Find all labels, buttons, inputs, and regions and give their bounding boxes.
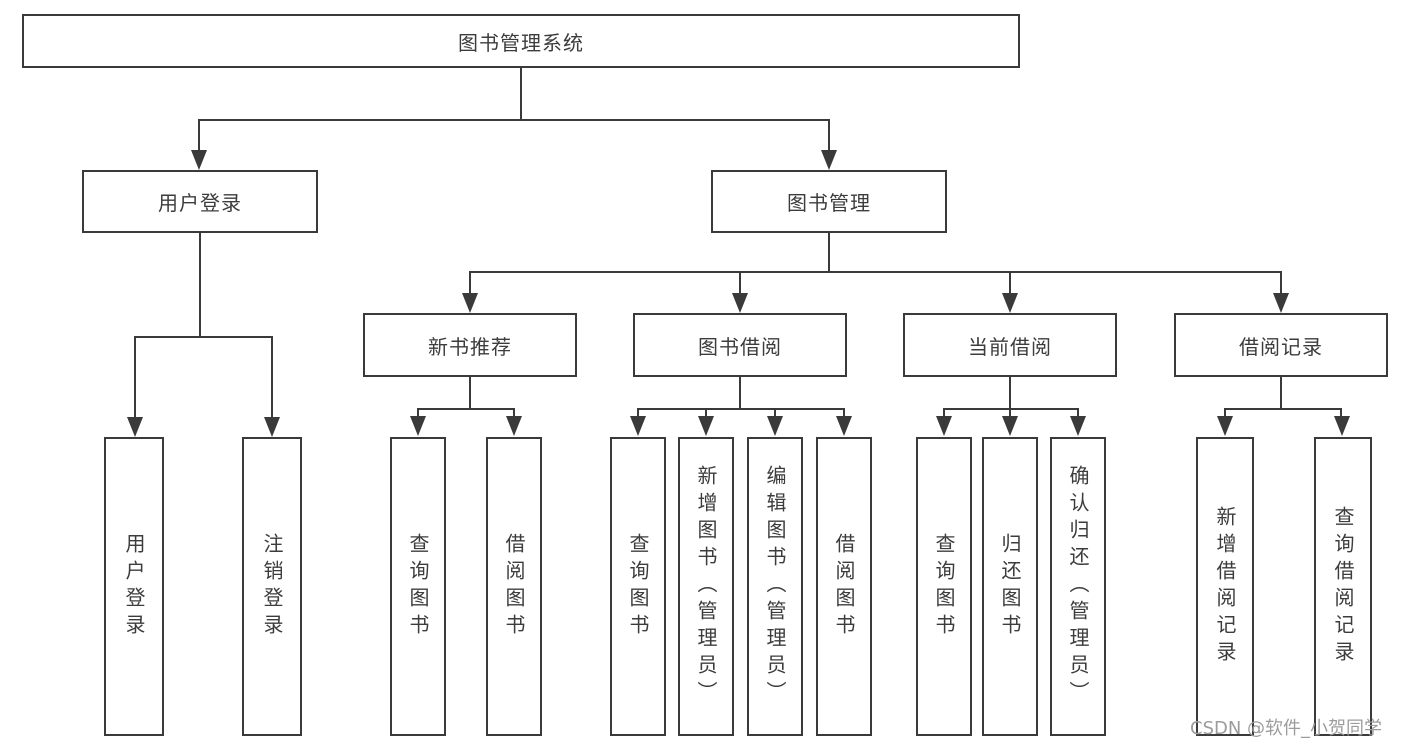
connector-borrow-drop-1 [637, 408, 639, 420]
leaf-logout-label: 注销登录 [260, 532, 284, 641]
connector-current-drop-3 [1077, 408, 1079, 420]
leaf-recommend-borrow-book: 借阅图书 [486, 437, 542, 736]
node-borrow-record: 借阅记录 [1174, 313, 1388, 377]
leaf-record-add-borrow-record: 新增借阅记录 [1196, 437, 1254, 736]
connector-current-stem [1009, 377, 1011, 408]
connector-user-login-rail [134, 336, 272, 338]
connector-root-drop-left [198, 119, 200, 155]
connector-borrow-stem [739, 377, 741, 408]
connector-borrow-drop-4 [843, 408, 845, 420]
node-new-book-recommend: 新书推荐 [363, 313, 577, 377]
connector-book-mgmt-drop-4 [1280, 271, 1282, 295]
node-root: 图书管理系统 [22, 14, 1020, 68]
leaf-current-query-book: 查询图书 [916, 437, 972, 736]
leaf-label: 归还图书 [998, 532, 1022, 641]
node-book-mgmt-label: 图书管理 [787, 191, 871, 215]
connector-book-mgmt-stem [828, 233, 830, 271]
arrow-down-icon [630, 416, 646, 436]
connector-user-login-drop-2 [271, 336, 273, 419]
connector-root-stem [520, 68, 522, 119]
node-user-login: 用户登录 [82, 170, 318, 233]
arrow-down-icon [936, 416, 952, 436]
leaf-label: 编辑图书（管理员） [763, 465, 787, 708]
arrow-down-icon [1217, 416, 1233, 436]
leaf-borrow-borrow-book: 借阅图书 [816, 437, 872, 736]
leaf-label: 借阅图书 [832, 532, 856, 641]
node-root-label: 图书管理系统 [458, 30, 584, 55]
connector-book-mgmt-rail [469, 271, 1282, 273]
leaf-user-login: 用户登录 [104, 437, 164, 736]
node-borrow-record-label: 借阅记录 [1239, 334, 1323, 359]
connector-user-login-drop-1 [134, 336, 136, 419]
leaf-user-login-label: 用户登录 [122, 532, 146, 641]
connector-user-login-stem [199, 233, 201, 336]
leaf-borrow-add-book-admin: 新增图书（管理员） [678, 437, 734, 736]
arrow-down-icon [1070, 416, 1086, 436]
connector-current-drop-2 [1009, 408, 1011, 420]
connector-book-mgmt-drop-3 [1009, 271, 1011, 295]
connector-record-drop-2 [1340, 408, 1342, 420]
leaf-current-confirm-return-admin: 确认归还（管理员） [1050, 437, 1106, 736]
arrow-down-icon [410, 416, 426, 436]
node-book-borrow: 图书借阅 [633, 313, 847, 377]
arrow-down-icon [1002, 416, 1018, 436]
leaf-record-query-borrow-record: 查询借阅记录 [1314, 437, 1372, 736]
connector-recommend-rail [417, 408, 515, 410]
connector-recommend-drop-2 [513, 408, 515, 420]
arrow-down-icon [836, 416, 852, 436]
arrow-down-icon [1334, 416, 1350, 436]
leaf-borrow-query-book: 查询图书 [610, 437, 666, 736]
leaf-label: 确认归还（管理员） [1066, 465, 1090, 708]
node-book-borrow-label: 图书借阅 [698, 334, 782, 359]
connector-book-mgmt-drop-1 [469, 271, 471, 295]
node-current-borrow-label: 当前借阅 [968, 334, 1052, 359]
leaf-logout: 注销登录 [242, 437, 302, 736]
csdn-watermark: CSDN @软件_小贺同学 [1190, 718, 1383, 739]
arrow-down-icon [127, 417, 143, 437]
connector-borrow-drop-3 [774, 408, 776, 420]
connector-root-drop-right [828, 119, 830, 155]
leaf-current-return-book: 归还图书 [982, 437, 1038, 736]
leaf-label: 新增借阅记录 [1213, 505, 1237, 668]
leaf-label: 查询借阅记录 [1331, 505, 1355, 668]
node-new-book-recommend-label: 新书推荐 [428, 334, 512, 359]
arrow-down-icon [506, 416, 522, 436]
arrow-down-icon [1273, 293, 1289, 313]
connector-current-rail [943, 408, 1079, 410]
arrow-down-icon [264, 417, 280, 437]
leaf-label: 查询图书 [626, 532, 650, 641]
leaf-borrow-edit-book-admin: 编辑图书（管理员） [747, 437, 803, 736]
arrow-down-icon [1002, 293, 1018, 313]
connector-borrow-rail [637, 408, 844, 410]
connector-current-drop-1 [943, 408, 945, 420]
arrow-down-icon [767, 416, 783, 436]
arrow-down-icon [732, 293, 748, 313]
node-user-login-label: 用户登录 [158, 191, 242, 215]
arrow-down-icon [821, 150, 837, 170]
node-book-mgmt: 图书管理 [711, 170, 947, 233]
connector-recommend-drop-1 [417, 408, 419, 420]
node-current-borrow: 当前借阅 [903, 313, 1117, 377]
connector-root-rail [198, 119, 830, 121]
leaf-recommend-query-book: 查询图书 [390, 437, 446, 736]
connector-record-stem [1280, 377, 1282, 408]
arrow-down-icon [698, 416, 714, 436]
leaf-label: 借阅图书 [502, 532, 526, 641]
leaf-label: 新增图书（管理员） [694, 465, 718, 708]
connector-borrow-drop-2 [705, 408, 707, 420]
leaf-label: 查询图书 [932, 532, 956, 641]
arrow-down-icon [191, 150, 207, 170]
leaf-label: 查询图书 [406, 532, 430, 641]
arrow-down-icon [462, 293, 478, 313]
connector-record-drop-1 [1224, 408, 1226, 420]
connector-book-mgmt-drop-2 [739, 271, 741, 295]
connector-recommend-stem [469, 377, 471, 408]
connector-record-rail [1224, 408, 1342, 410]
